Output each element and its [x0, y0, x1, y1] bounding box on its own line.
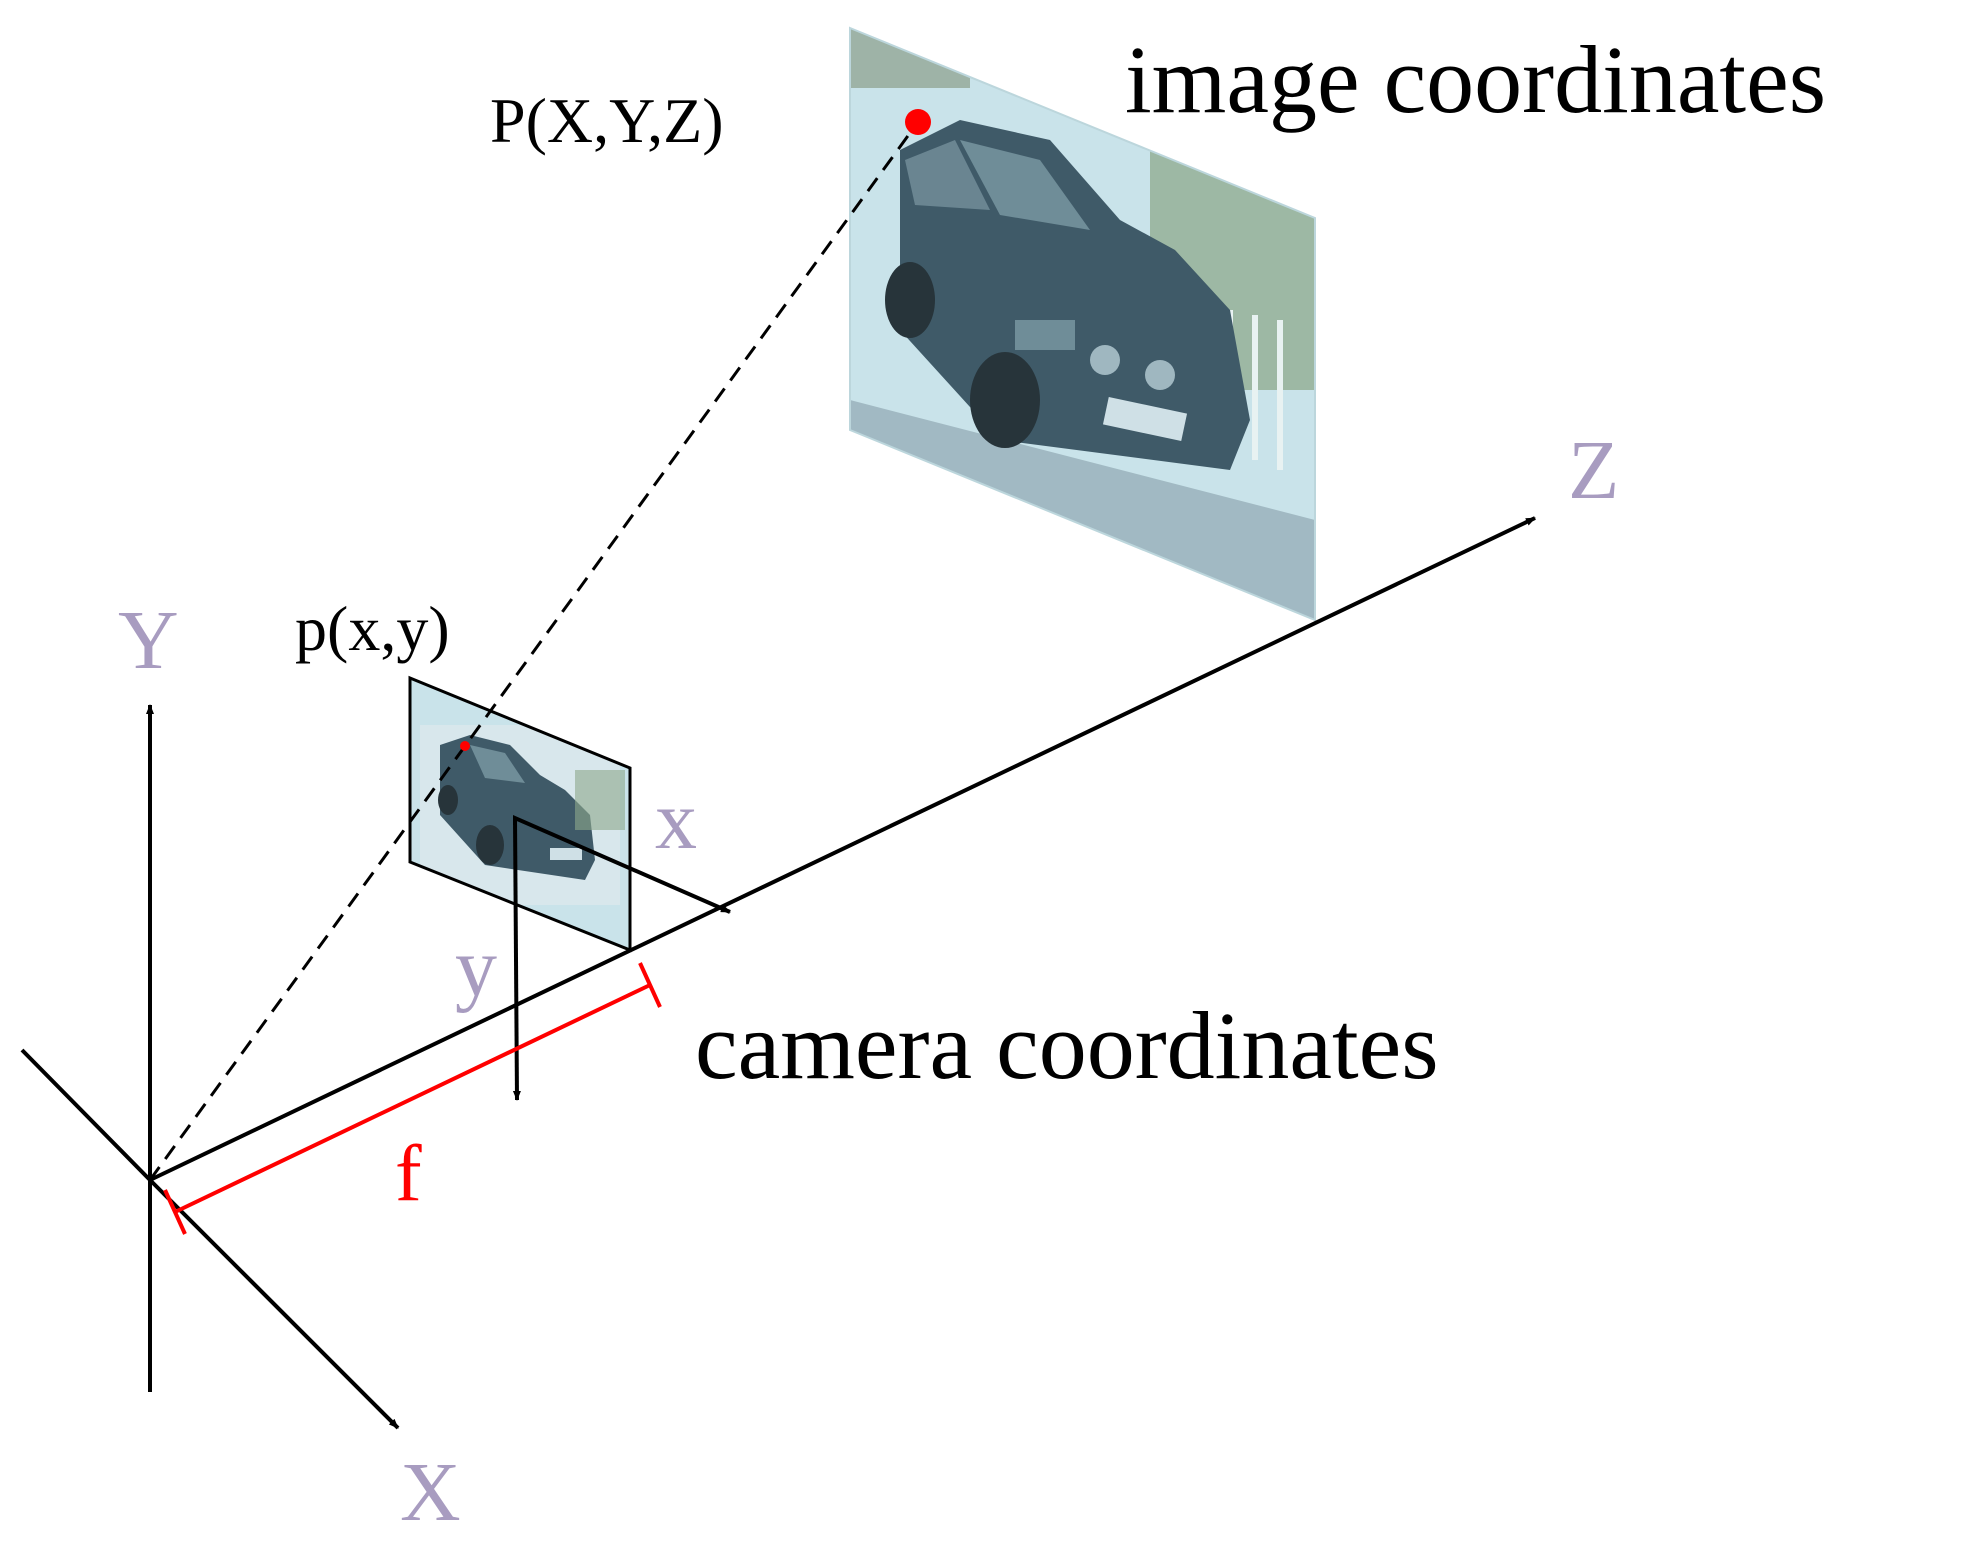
small-image-plane	[408, 675, 632, 953]
world-axes	[20, 516, 1536, 1430]
image-coordinates-label: image coordinates	[1125, 26, 1826, 133]
world-axis-x-label: X	[400, 1446, 461, 1539]
car-photo-large	[850, 28, 1315, 620]
cam-axis-x-label: x	[655, 774, 697, 867]
camera-axes	[512, 814, 731, 1101]
world-x-axis	[148, 1178, 400, 1430]
projection-ray	[148, 121, 920, 1181]
focal-length-label: f	[395, 1130, 422, 1218]
world-axis-z-label: Z	[1568, 424, 1619, 517]
world-z-axis	[149, 516, 1536, 1182]
camera-coordinates-label: camera coordinates	[695, 992, 1439, 1099]
world-point-marker	[905, 109, 931, 135]
car-photo-small	[420, 725, 625, 905]
cam-y-axis	[512, 817, 521, 1101]
world-point-label: P(X,Y,Z)	[490, 85, 724, 156]
world-back-axis	[20, 1048, 152, 1182]
large-image-plane	[849, 26, 1316, 622]
image-point-marker	[460, 741, 470, 751]
cam-axis-y-label: y	[455, 921, 497, 1014]
world-axis-y-label: Y	[118, 594, 179, 687]
image-point-label: p(x,y)	[295, 593, 450, 664]
focal-length-bracket	[163, 962, 662, 1235]
